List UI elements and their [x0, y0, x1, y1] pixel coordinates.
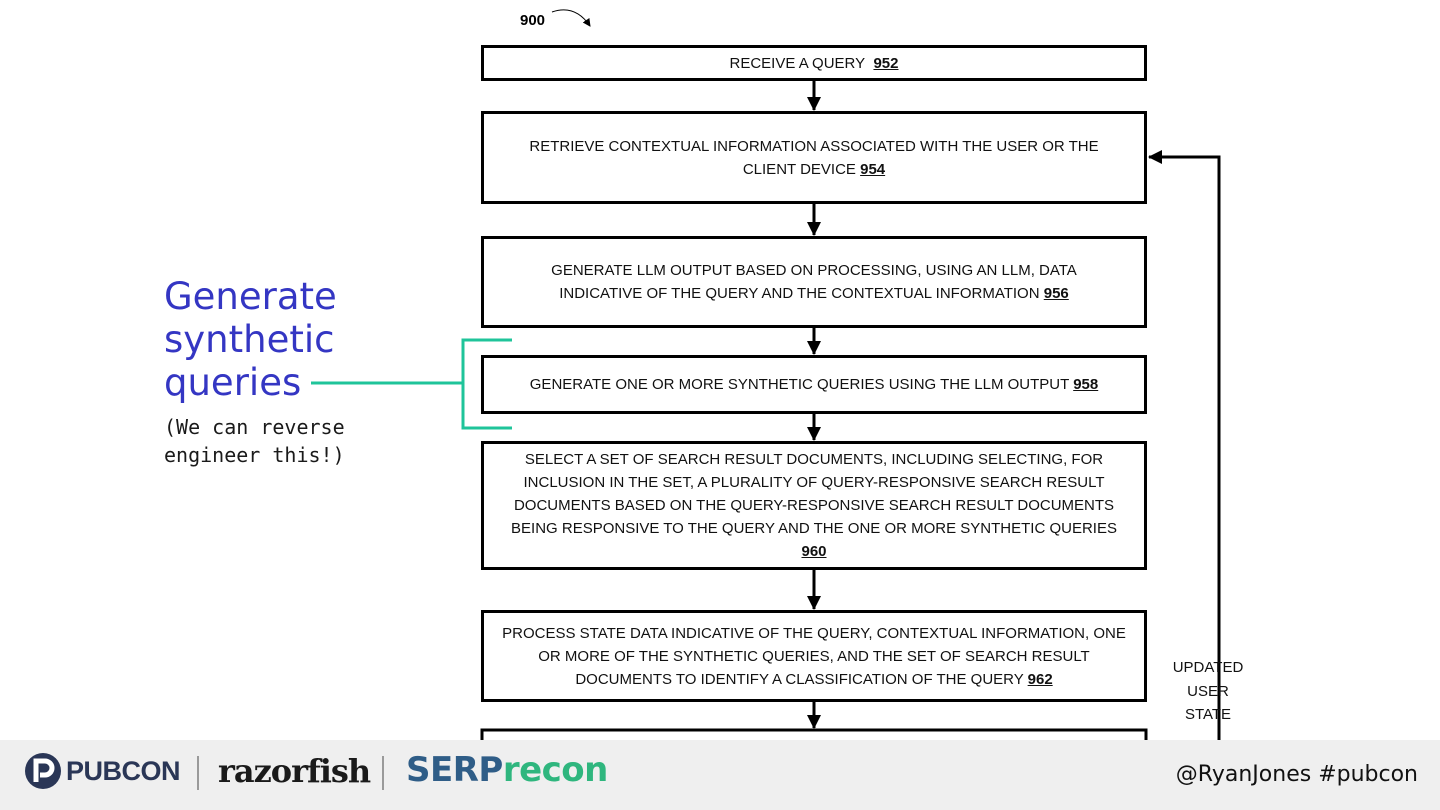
footer-divider	[197, 756, 199, 790]
callout-subtitle: (We can reverse engineer this!)	[164, 413, 364, 469]
step-956-box: GENERATE LLM OUTPUT BASED ON PROCESSING,…	[481, 236, 1147, 328]
pubcon-wordmark: PUBCON	[66, 755, 181, 786]
callout-title-line: Generate	[164, 275, 337, 318]
footer-divider	[382, 756, 384, 790]
callout-title: Generate synthetic queries	[164, 275, 364, 404]
pubcon-logo-icon	[25, 753, 61, 789]
step-952-number: 952	[873, 54, 899, 72]
step-958-text: GENERATE ONE OR MORE SYNTHETIC QUERIES U…	[529, 376, 1070, 393]
callout-subtitle-line: engineer this!)	[164, 443, 345, 467]
step-954-box: RETRIEVE CONTEXTUAL INFORMATION ASSOCIAT…	[481, 111, 1147, 204]
step-958-number: 958	[1073, 376, 1099, 393]
figure-reference-number: 900	[520, 12, 546, 29]
callout-subtitle-line: (We can reverse	[164, 415, 345, 439]
step-962-box: PROCESS STATE DATA INDICATIVE OF THE QUE…	[481, 610, 1147, 702]
razorfish-logo: razorfish	[218, 752, 371, 790]
step-960-number: 960	[801, 543, 827, 560]
footer-bar: PUBCON razorfish SERPrecon @RyanJones #p…	[0, 740, 1440, 810]
step-958-box: GENERATE ONE OR MORE SYNTHETIC QUERIES U…	[481, 355, 1147, 414]
feedback-loop-line	[1148, 150, 1221, 740]
step-962-text: PROCESS STATE DATA INDICATIVE OF THE QUE…	[502, 624, 1126, 688]
serprecon-logo: SERPrecon	[406, 750, 608, 790]
step-962-number: 962	[1027, 670, 1053, 688]
social-handle: @RyanJones #pubcon	[1175, 762, 1418, 787]
next-box-partial	[480, 728, 1148, 740]
step-956-number: 956	[1043, 285, 1069, 302]
step-954-text: RETRIEVE CONTEXTUAL INFORMATION ASSOCIAT…	[529, 137, 1099, 178]
loop-label-line: USER	[1187, 682, 1229, 700]
step-956-text: GENERATE LLM OUTPUT BASED ON PROCESSING,…	[551, 262, 1077, 302]
step-960-text: SELECT A SET OF SEARCH RESULT DOCUMENTS,…	[511, 451, 1117, 537]
ref-curve-arrow	[551, 9, 591, 27]
callout-title-line: queries	[164, 361, 302, 404]
callout-title-line: synthetic	[164, 318, 335, 361]
serprecon-logo-part: SERP	[406, 750, 503, 790]
step-952-box: RECEIVE A QUERY 952	[481, 45, 1147, 81]
step-960-box: SELECT A SET OF SEARCH RESULT DOCUMENTS,…	[481, 441, 1147, 570]
serprecon-logo-part: recon	[502, 750, 609, 790]
loop-label-line: STATE	[1184, 706, 1232, 723]
loop-label-line: UPDATED	[1172, 659, 1244, 676]
step-954-number: 954	[860, 160, 886, 178]
updated-user-state-label: UPDATED USER STATE	[1160, 656, 1256, 727]
step-952-text: RECEIVE A QUERY	[729, 54, 866, 72]
pubcon-logo: PUBCON	[24, 752, 181, 790]
